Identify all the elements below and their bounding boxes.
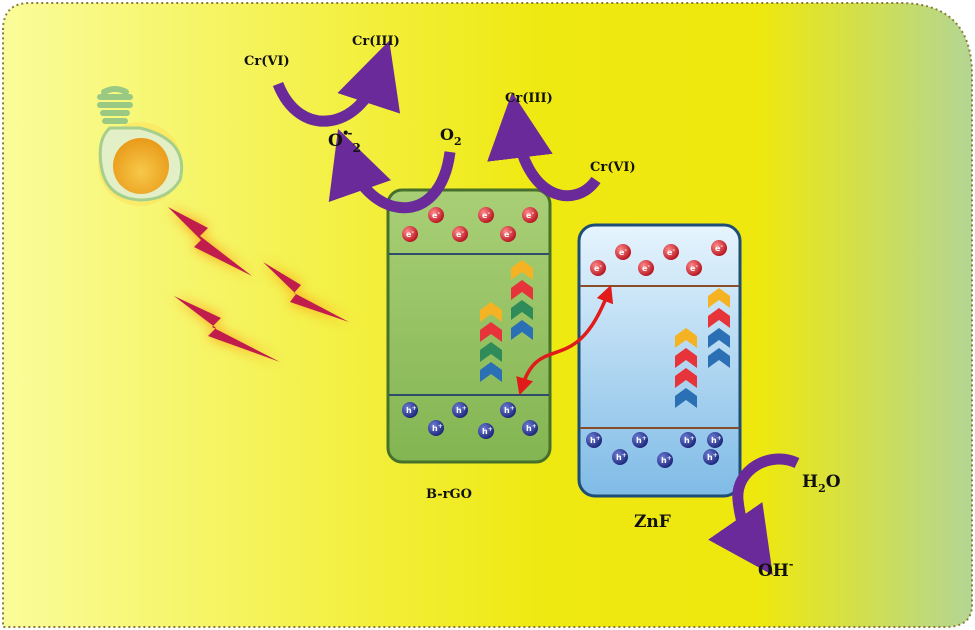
hole: h+ (612, 449, 628, 465)
cr6-to-cr3-arrow-top (272, 40, 401, 127)
hole: h+ (657, 452, 673, 468)
electron: e- (686, 260, 702, 276)
svg-text:h+: h+ (482, 426, 493, 436)
svg-text:h+: h+ (504, 405, 515, 415)
hole: h+ (402, 402, 418, 418)
label-cr6-right: Cr(VI) (590, 160, 636, 175)
electron: e- (638, 260, 654, 276)
hole: h+ (452, 402, 468, 418)
lightning-bolt-icon (174, 296, 280, 362)
label-o2-radical: O•-2 (328, 126, 361, 155)
svg-text:e-: e- (456, 229, 464, 239)
electron: e- (663, 244, 679, 260)
hole: h+ (707, 432, 723, 448)
label-cr3-right: Cr(III) (505, 91, 553, 106)
svg-text:e-: e- (482, 210, 490, 220)
h2o-oxidation-arrow (708, 453, 800, 576)
hole: h+ (586, 432, 602, 448)
svg-text:h+: h+ (456, 405, 467, 415)
svg-text:h+: h+ (406, 405, 417, 415)
electron: e- (522, 207, 538, 223)
svg-text:h+: h+ (711, 435, 722, 445)
label-oh: OH- (758, 558, 793, 581)
svg-text:e-: e- (715, 243, 723, 253)
hole: h+ (500, 402, 516, 418)
svg-text:h+: h+ (432, 423, 443, 433)
hole: h+ (632, 432, 648, 448)
lightning-bolt-icon (168, 207, 252, 276)
svg-text:h+: h+ (636, 435, 647, 445)
electron: e- (711, 240, 727, 256)
znf-box (577, 223, 742, 498)
hole: h+ (680, 432, 696, 448)
svg-text:e-: e- (594, 263, 602, 273)
label-h2o: H2O (802, 472, 841, 495)
hole: h+ (522, 420, 538, 436)
lightning-bolt-icon (263, 262, 349, 322)
svg-text:h+: h+ (684, 435, 695, 445)
svg-text:e-: e- (504, 229, 512, 239)
label-cr6-top: Cr(VI) (244, 54, 290, 69)
electron: e- (500, 226, 516, 242)
electron: e- (590, 260, 606, 276)
label-o2: O2 (440, 125, 462, 148)
hole: h+ (703, 449, 719, 465)
svg-text:h+: h+ (661, 455, 672, 465)
svg-text:e-: e- (526, 210, 534, 220)
svg-text:e-: e- (619, 247, 627, 257)
cr6-to-cr3-arrow-right (487, 92, 601, 202)
electron: e- (402, 226, 418, 242)
electron: e- (452, 226, 468, 242)
label-brgo: B-rGO (426, 487, 472, 502)
svg-text:h+: h+ (526, 423, 537, 433)
label-cr3-top: Cr(III) (352, 34, 400, 49)
charge-transfer-arrow (516, 284, 614, 396)
svg-text:e-: e- (406, 229, 414, 239)
svg-text:e-: e- (432, 210, 440, 220)
svg-text:h+: h+ (590, 435, 601, 445)
o2-reduction-arrow (328, 128, 456, 214)
label-znf: ZnF (634, 512, 671, 532)
hole: h+ (478, 423, 494, 439)
svg-text:e-: e- (642, 263, 650, 273)
hole: h+ (428, 420, 444, 436)
svg-text:e-: e- (690, 263, 698, 273)
svg-text:h+: h+ (616, 452, 627, 462)
light-bulb-icon (97, 86, 184, 206)
electron: e- (428, 207, 444, 223)
svg-text:h+: h+ (707, 452, 718, 462)
electron: e- (478, 207, 494, 223)
electron: e- (615, 244, 631, 260)
svg-text:e-: e- (667, 247, 675, 257)
